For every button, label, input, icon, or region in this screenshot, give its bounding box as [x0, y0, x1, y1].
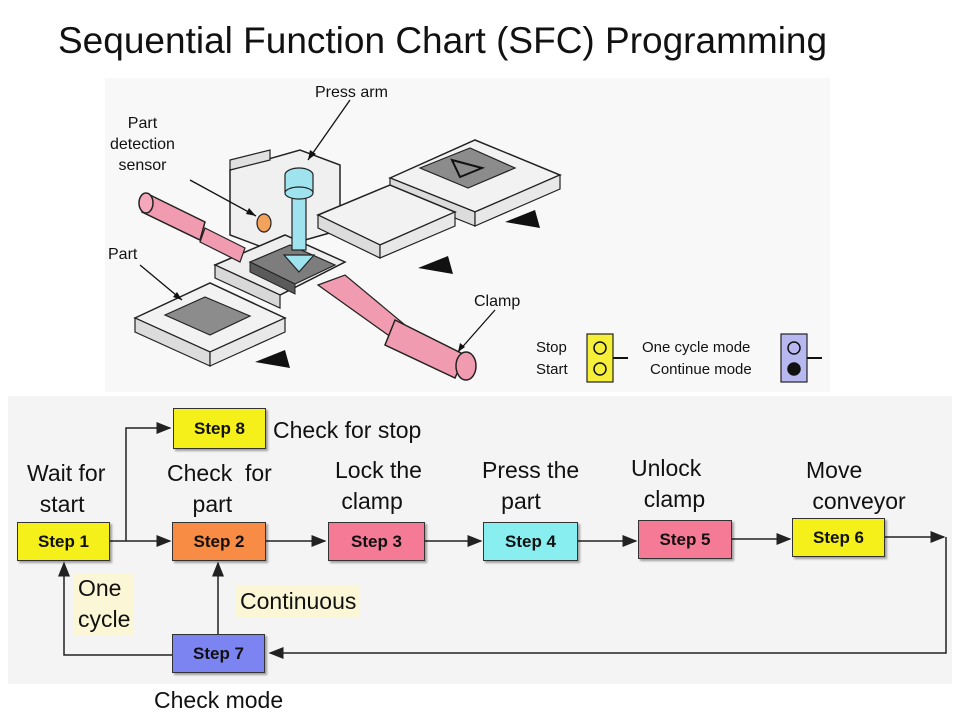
step-5-description: Unlock clamp [631, 455, 706, 512]
step-8-description: Check for stop [273, 417, 422, 443]
step-2-box: Step 2 [172, 522, 266, 561]
step-6-label: Step 6 [812, 527, 865, 547]
switch-one-cycle-mode-label: One cycle mode [642, 339, 751, 356]
step-4-label: Step 4 [504, 531, 557, 551]
switch-start-label: Start [536, 361, 568, 378]
step-6-box: Step 6 [792, 518, 885, 557]
branch-continuous-label: Continuous [236, 586, 361, 617]
label-press-arm: Press arm [315, 84, 388, 101]
step-2-label: Step 2 [193, 531, 245, 551]
step-3-label: Step 3 [350, 531, 403, 551]
switch-continue-mode-label: Continue mode [650, 361, 752, 378]
label-part-detection-sensor: Part detection sensor [110, 115, 175, 174]
label-clamp: Clamp [474, 293, 521, 310]
step-6-description: Move conveyor [806, 457, 906, 514]
switch-stop-label: Stop [536, 339, 567, 356]
step-1-label: Step 1 [37, 531, 90, 551]
step-7-description: Check mode [154, 687, 284, 713]
step-5-box: Step 5 [638, 520, 732, 559]
step-3-description: Lock the clamp [335, 457, 422, 514]
step-1-description: Wait for start [27, 460, 106, 517]
step-8-box: Step 8 [173, 408, 266, 449]
step-7-label: Step 7 [192, 643, 245, 663]
step-2-description: Check for part [167, 460, 272, 517]
step-4-box: Step 4 [483, 522, 578, 561]
branch-one-cycle-label: One cycle [74, 573, 135, 635]
machine-illustration [133, 99, 822, 383]
step-3-box: Step 3 [328, 522, 425, 561]
step-8-label: Step 8 [193, 418, 246, 438]
step-7-box: Step 7 [172, 634, 265, 673]
page-title: Sequential Function Chart (SFC) Programm… [58, 20, 828, 61]
step-4-description: Press the part [482, 457, 580, 514]
label-part: Part [108, 246, 138, 263]
step-1-box: Step 1 [17, 522, 110, 561]
step-5-label: Step 5 [659, 529, 711, 549]
